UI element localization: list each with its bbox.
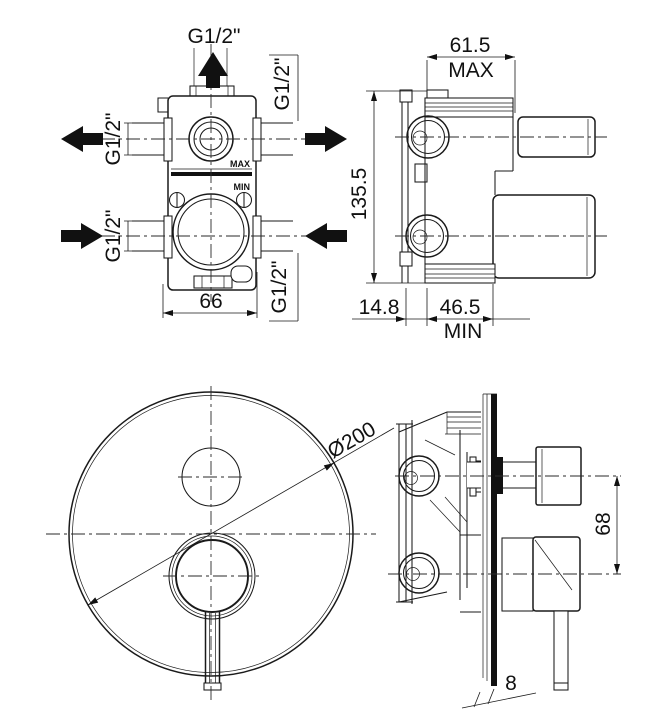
depth-min-dimension: 14.8 46.5 MIN bbox=[352, 284, 530, 343]
plate-thickness-text: 8 bbox=[505, 672, 517, 695]
depth-max-text: 61.5 bbox=[450, 34, 491, 57]
right-bottom-port-label: G1/2" bbox=[268, 261, 291, 314]
diameter-dimension: Ø200 bbox=[87, 418, 395, 606]
bottom-tab bbox=[193, 275, 233, 289]
height-dimension: 135.5 bbox=[348, 90, 427, 284]
depth-min-text: 46.5 bbox=[440, 296, 481, 319]
lower-cartridge-housing bbox=[492, 194, 596, 279]
handle-spacing-dimension: 68 bbox=[592, 476, 620, 574]
depth-min-qualifier-text: MIN bbox=[444, 320, 483, 343]
right-top-port-stub bbox=[261, 122, 293, 156]
left-top-port-bracket bbox=[124, 122, 132, 156]
asm-body-bottom-edge bbox=[398, 534, 482, 613]
bracket-bottom-hook bbox=[399, 251, 413, 267]
valve-body-front-view: MAX MIN G1/2" G1/2" G1/2" G1/2" G1/2" bbox=[61, 25, 347, 322]
max-marking: MAX bbox=[230, 159, 250, 169]
valve-body-side-view: 61.5 MAX 135.5 14.8 46.5 MIN bbox=[348, 34, 607, 343]
right-top-flange bbox=[252, 117, 262, 162]
left-top-flange bbox=[163, 117, 173, 162]
plate-gasket bbox=[496, 457, 503, 494]
flow-arrow-right-icon bbox=[61, 223, 103, 249]
depth-max-dimension: 61.5 MAX bbox=[426, 34, 516, 113]
width-dimension: 66 bbox=[162, 272, 258, 318]
asm-mounting-bracket bbox=[396, 423, 413, 603]
plate-diameter-text: Ø200 bbox=[324, 418, 380, 464]
body-step-profile bbox=[494, 117, 514, 195]
left-bottom-flange bbox=[163, 215, 173, 259]
wall-offset-text: 14.8 bbox=[359, 296, 400, 319]
left-bottom-port-label: G1/2" bbox=[102, 210, 125, 263]
assembled-side-view: 68 8 bbox=[388, 393, 621, 709]
handle-spacing-text: 68 bbox=[592, 512, 615, 535]
bottom-boss bbox=[424, 263, 496, 284]
bottom-tab-lines bbox=[201, 276, 225, 288]
top-port-extension-lines bbox=[193, 48, 228, 86]
left-top-port-stub bbox=[132, 122, 164, 156]
depth-groove bbox=[171, 172, 252, 176]
flow-arrow-left2-icon bbox=[305, 223, 347, 249]
trim-plate-front-view: Ø200 bbox=[46, 386, 395, 702]
min-marking: MIN bbox=[234, 182, 251, 192]
left-top-port-label: G1/2" bbox=[102, 113, 125, 166]
wall-plate bbox=[481, 393, 497, 686]
flow-arrow-right2-icon bbox=[305, 126, 347, 152]
top-left-lug bbox=[157, 97, 168, 113]
top-port-label: G1/2" bbox=[188, 25, 241, 48]
lever-handle-rod bbox=[203, 611, 222, 691]
right-bottom-flange bbox=[252, 215, 262, 259]
right-bottom-port-bracket bbox=[269, 253, 299, 322]
right-top-port-bracket bbox=[269, 54, 299, 121]
mounting-bracket bbox=[401, 92, 409, 283]
right-top-port-label: G1/2" bbox=[271, 58, 294, 111]
bottom-right-lug bbox=[230, 265, 253, 283]
asm-casting-lines bbox=[424, 439, 468, 533]
top-boss-threads bbox=[425, 102, 513, 112]
width-dim-text: 66 bbox=[199, 290, 222, 313]
plate-thickness-dimension: 8 bbox=[461, 672, 537, 709]
fixing-screws bbox=[168, 191, 253, 209]
asm-lower-port bbox=[398, 552, 440, 594]
left-bottom-port-stub bbox=[132, 220, 164, 252]
left-bottom-port-bracket bbox=[124, 220, 132, 252]
height-dim-text: 135.5 bbox=[348, 168, 371, 221]
top-step bbox=[426, 89, 449, 99]
depth-max-qualifier-text: MAX bbox=[448, 59, 494, 82]
top-boss bbox=[424, 97, 514, 118]
asm-top-boss bbox=[445, 412, 482, 435]
bottom-boss-threads bbox=[425, 268, 495, 279]
bracket-top-hook bbox=[399, 89, 413, 103]
flow-arrow-left-icon bbox=[61, 126, 103, 152]
lever-handle-assembly bbox=[501, 536, 581, 691]
right-bottom-port-stub bbox=[261, 220, 293, 252]
flow-arrow-up-icon bbox=[198, 52, 228, 88]
bracket-rail bbox=[414, 163, 428, 183]
